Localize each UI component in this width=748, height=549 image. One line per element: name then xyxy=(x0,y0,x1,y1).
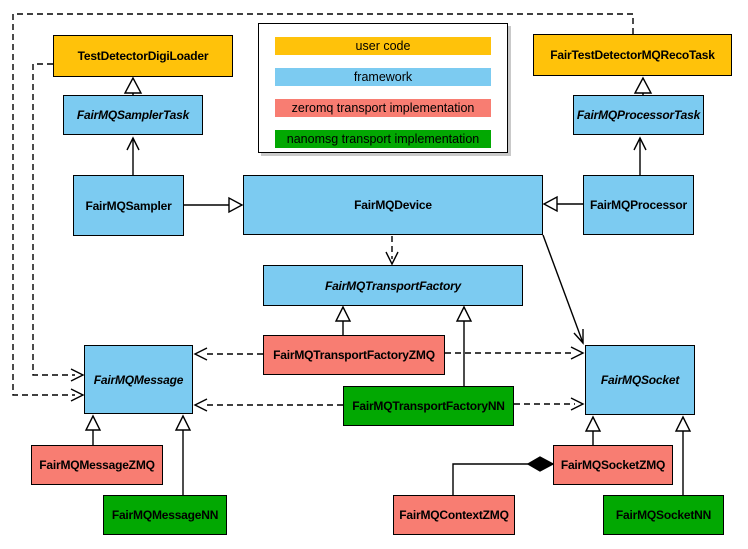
edge-contextzmq-socketzmq xyxy=(452,456,555,495)
class-box-fairmqsocketzmq: FairMQSocketZMQ xyxy=(553,445,673,485)
edge-socketnn-socket xyxy=(674,415,692,495)
edge-device-socket xyxy=(542,234,584,345)
edge-factoryzmq-message xyxy=(193,347,263,361)
class-box-fairmqprocessortask: FairMQProcessorTask xyxy=(573,95,704,135)
class-box-fairmqtransportfactoryzmq: FairMQTransportFactoryZMQ xyxy=(263,335,445,375)
class-box-fairmqsocket: FairMQSocket xyxy=(585,345,695,415)
legend-item-user-code: user code xyxy=(275,37,491,55)
edge-factoryzmq-socket xyxy=(445,346,585,360)
class-box-fairmqtransportfactory: FairMQTransportFactory xyxy=(263,265,523,306)
class-box-fairmqsamplertask: FairMQSamplerTask xyxy=(63,95,203,135)
edge-messagenn-message xyxy=(174,414,192,495)
class-box-fairtestdetectormqrecotask: FairTestDetectorMQRecoTask xyxy=(533,34,732,76)
edge-processor-processortask xyxy=(633,136,647,175)
legend-label: user code xyxy=(355,39,411,53)
legend-item-framework: framework xyxy=(275,68,491,86)
edge-sampler-samplertask xyxy=(126,136,140,175)
legend-label: nanomsg transport implementation xyxy=(286,132,480,146)
legend-item-zeromq: zeromq transport implementation xyxy=(275,99,491,117)
edge-samplertask-digiloader xyxy=(123,76,143,95)
edge-device-transportfactory xyxy=(385,236,399,266)
edge-messagezmq-message xyxy=(84,414,102,445)
edge-factorynn-factory xyxy=(455,305,473,386)
class-box-fairmqdevice: FairMQDevice xyxy=(243,175,543,235)
class-box-fairmqprocessor: FairMQProcessor xyxy=(583,175,694,235)
legend-box: user code framework zeromq transport imp… xyxy=(258,23,508,153)
class-box-fairmqmessagenn: FairMQMessageNN xyxy=(103,495,227,535)
edge-factorynn-message xyxy=(193,398,343,412)
edge-sampler-device xyxy=(184,196,244,214)
class-box-fairmqsocketnn: FairMQSocketNN xyxy=(603,495,724,535)
legend-label: framework xyxy=(353,70,413,84)
edge-processortask-recotask xyxy=(633,76,653,95)
class-box-fairmqtransportfactorynn: FairMQTransportFactoryNN xyxy=(343,386,514,426)
class-box-fairmqmessagezmq: FairMQMessageZMQ xyxy=(31,445,163,485)
class-box-fairmqcontextzmq: FairMQContextZMQ xyxy=(393,495,515,535)
legend-item-nanomsg: nanomsg transport implementation xyxy=(275,130,491,148)
legend-label: zeromq transport implementation xyxy=(291,101,475,115)
class-box-testdetectordigiloader: TestDetectorDigiLoader xyxy=(53,35,233,77)
class-box-fairmqmessage: FairMQMessage xyxy=(84,345,193,414)
edge-socketzmq-socket xyxy=(584,415,602,445)
edge-processor-device xyxy=(542,195,583,213)
class-box-fairmqsampler: FairMQSampler xyxy=(73,175,184,236)
edge-factoryzmq-factory xyxy=(334,305,352,335)
edge-factorynn-socket xyxy=(514,397,585,411)
